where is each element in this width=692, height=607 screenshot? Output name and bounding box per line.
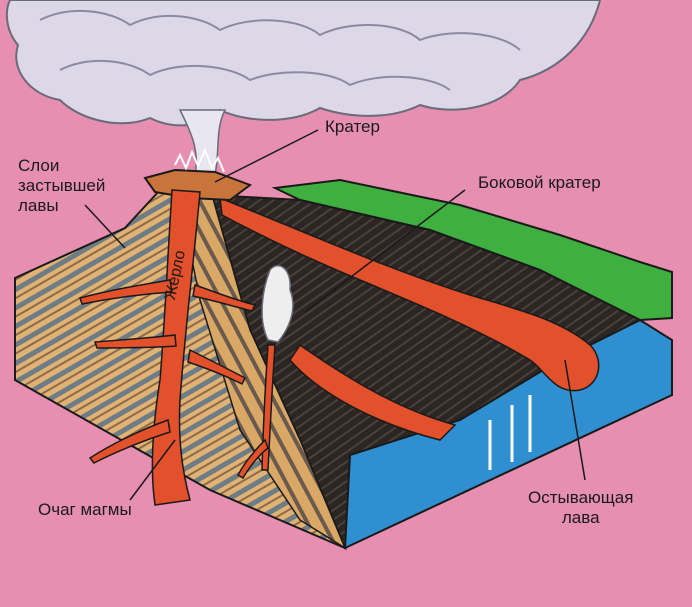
label-magma-chamber: Очаг магмы: [38, 500, 132, 519]
eruption-cloud: [5, 0, 602, 176]
lava-flow: [219, 196, 600, 392]
magma-dikes: [79, 279, 276, 480]
side-crater-plume: [261, 265, 294, 343]
volcano-strata-inner: [179, 194, 347, 550]
label-lava-layers: Слои застывшей лавы: [18, 156, 106, 215]
label-cooling-lava: Остывающая лава: [528, 488, 634, 527]
label-side-crater: Боковой кратер: [478, 173, 601, 192]
leader-lines: [84, 129, 586, 501]
label-crater: Кратер: [325, 117, 380, 136]
